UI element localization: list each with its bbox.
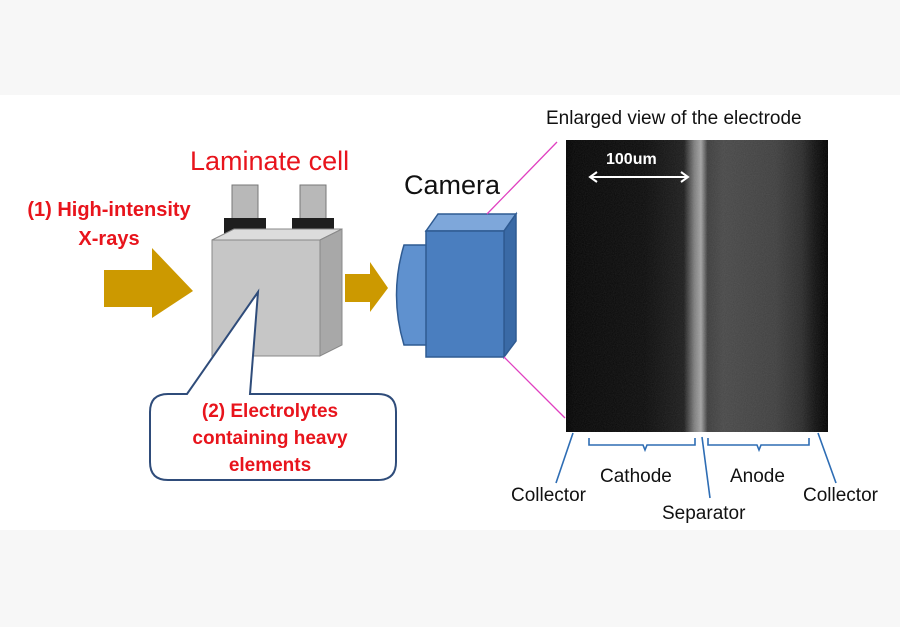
electrode-xray-image — [566, 140, 828, 432]
transmit-arrow — [345, 262, 388, 312]
collector-left-pointer — [555, 432, 574, 484]
guide-line-bottom — [503, 356, 566, 419]
collector-right-label: Collector — [803, 485, 878, 506]
xray-label-line1: (1) High-intensity — [27, 199, 191, 221]
guide-line-top — [486, 141, 558, 215]
xray-label-line2: X-rays — [78, 228, 140, 250]
electrolyte-label-line3: elements — [228, 455, 312, 476]
collector-left-label: Collector — [511, 485, 586, 506]
cathode-bracket — [588, 438, 696, 453]
enlarged-view-title: Enlarged view of the electrode — [546, 108, 802, 129]
separator-label: Separator — [662, 503, 746, 524]
laminate-cell-label: Laminate cell — [190, 146, 350, 176]
scale-bar — [588, 171, 690, 183]
cell-tab-left — [224, 184, 266, 235]
electrolyte-label: (2) Electrolytes containing heavy elemen… — [150, 398, 390, 479]
camera-label: Camera — [404, 170, 501, 200]
separator-pointer — [701, 436, 711, 499]
electrolyte-label-line2: containing heavy — [192, 428, 348, 449]
xray-arrow — [104, 248, 193, 318]
scale-bar-label: 100um — [606, 151, 657, 168]
anode-label: Anode — [730, 466, 785, 487]
anode-bracket — [707, 438, 810, 453]
cell-tab-right — [292, 184, 334, 235]
collector-right-pointer — [817, 432, 837, 484]
camera — [395, 211, 518, 360]
electrolyte-label-line1: (2) Electrolytes — [201, 401, 339, 422]
electrolyte-callout — [149, 288, 397, 481]
cathode-label: Cathode — [600, 466, 672, 487]
xray-label: (1) High-intensity X-rays — [0, 196, 218, 254]
